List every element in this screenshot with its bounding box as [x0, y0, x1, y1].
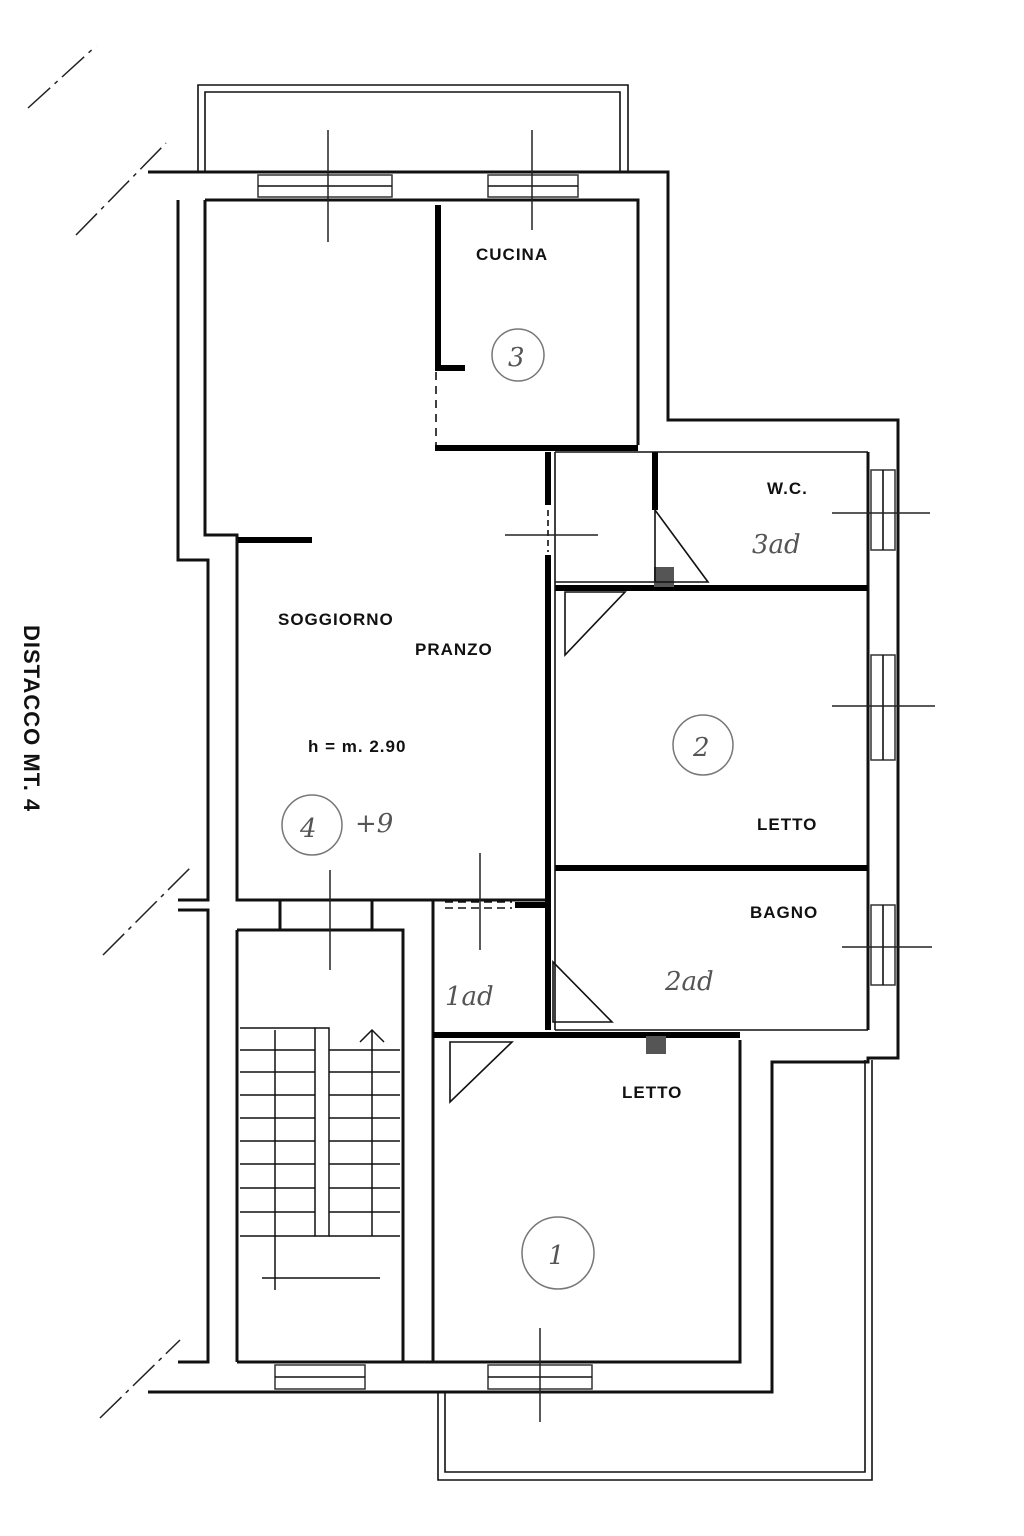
interior-walls	[238, 205, 868, 1054]
section-marks	[27, 45, 935, 1422]
bathroom-note: 2ad	[664, 967, 714, 997]
room-number-circle	[672, 714, 734, 776]
living-extra: +9	[355, 809, 393, 839]
shaft-icon	[654, 567, 674, 587]
doors	[435, 372, 710, 1104]
bedroom1-number: 1	[548, 1241, 565, 1271]
door-swing-bathroom	[552, 960, 614, 1023]
bottom-balcony	[437, 1060, 873, 1481]
kitchen-number: 3	[508, 343, 525, 373]
bathroom-label: BAGNO	[750, 903, 818, 922]
living-label-2: PRANZO	[415, 640, 493, 659]
wc-note: 3ad	[752, 530, 801, 560]
living-label-1: SOGGIORNO	[278, 610, 394, 629]
wc-label: W.C.	[767, 479, 808, 498]
shaft-icon	[646, 1036, 666, 1054]
door-swing-bedroom1	[449, 1041, 514, 1104]
door-swing-bedroom2	[564, 591, 627, 657]
bedroom2-number: 2	[692, 733, 710, 763]
bedroom1-label: LETTO	[622, 1083, 682, 1102]
ceiling-height: h = m. 2.90	[308, 737, 406, 756]
kitchen-label: CUCINA	[476, 245, 548, 264]
setback-label: DISTACCO MT. 4	[19, 625, 44, 812]
top-balcony	[197, 84, 629, 172]
room-number-circle	[281, 794, 343, 856]
staircase	[240, 1027, 400, 1290]
living-number: 4	[299, 814, 317, 844]
door-swing-wc	[654, 507, 710, 583]
room-number-circle	[491, 328, 545, 382]
bedroom2-label: LETTO	[757, 815, 817, 834]
room-number-circle	[521, 1216, 595, 1290]
closet-note: 1ad	[445, 982, 494, 1012]
exterior-walls	[148, 170, 900, 1394]
windows	[257, 174, 896, 1390]
